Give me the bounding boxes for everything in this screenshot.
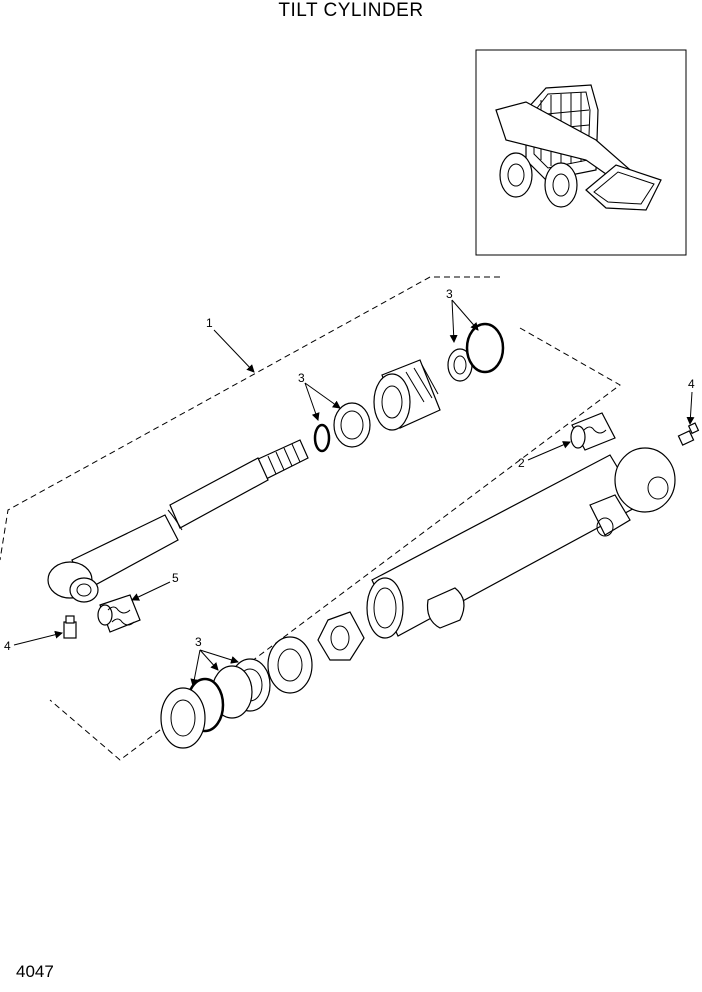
cylinder-head-gland: [373, 359, 441, 431]
page-title: TILT CYLINDER: [278, 0, 424, 21]
callout-3-head: 3: [446, 287, 453, 301]
callout-leaders: [13, 299, 695, 687]
callout-3-rod: 3: [298, 371, 305, 385]
rod-group-outline: [0, 276, 500, 561]
grease-fitting-left: [63, 615, 77, 639]
piston-nut: [317, 611, 365, 661]
piston-rod: [47, 439, 309, 603]
cylinder-barrel: [366, 447, 676, 639]
callout-4-right: 4: [688, 377, 695, 391]
page-number: 4047: [16, 962, 54, 981]
callout-1: 1: [206, 316, 213, 330]
head-seal-kit: [447, 322, 505, 382]
grease-fitting-right: [677, 422, 700, 446]
piston-seal-kit: [160, 636, 313, 749]
rod-bushing: [97, 594, 141, 633]
callout-5: 5: [172, 571, 179, 585]
callout-2: 2: [518, 456, 525, 470]
callout-4-left: 4: [4, 639, 11, 653]
skid-steer-loader-icon: [495, 84, 662, 211]
callout-3-piston: 3: [195, 635, 202, 649]
rod-seal-kit: [313, 402, 371, 453]
barrel-bushing: [570, 412, 616, 451]
